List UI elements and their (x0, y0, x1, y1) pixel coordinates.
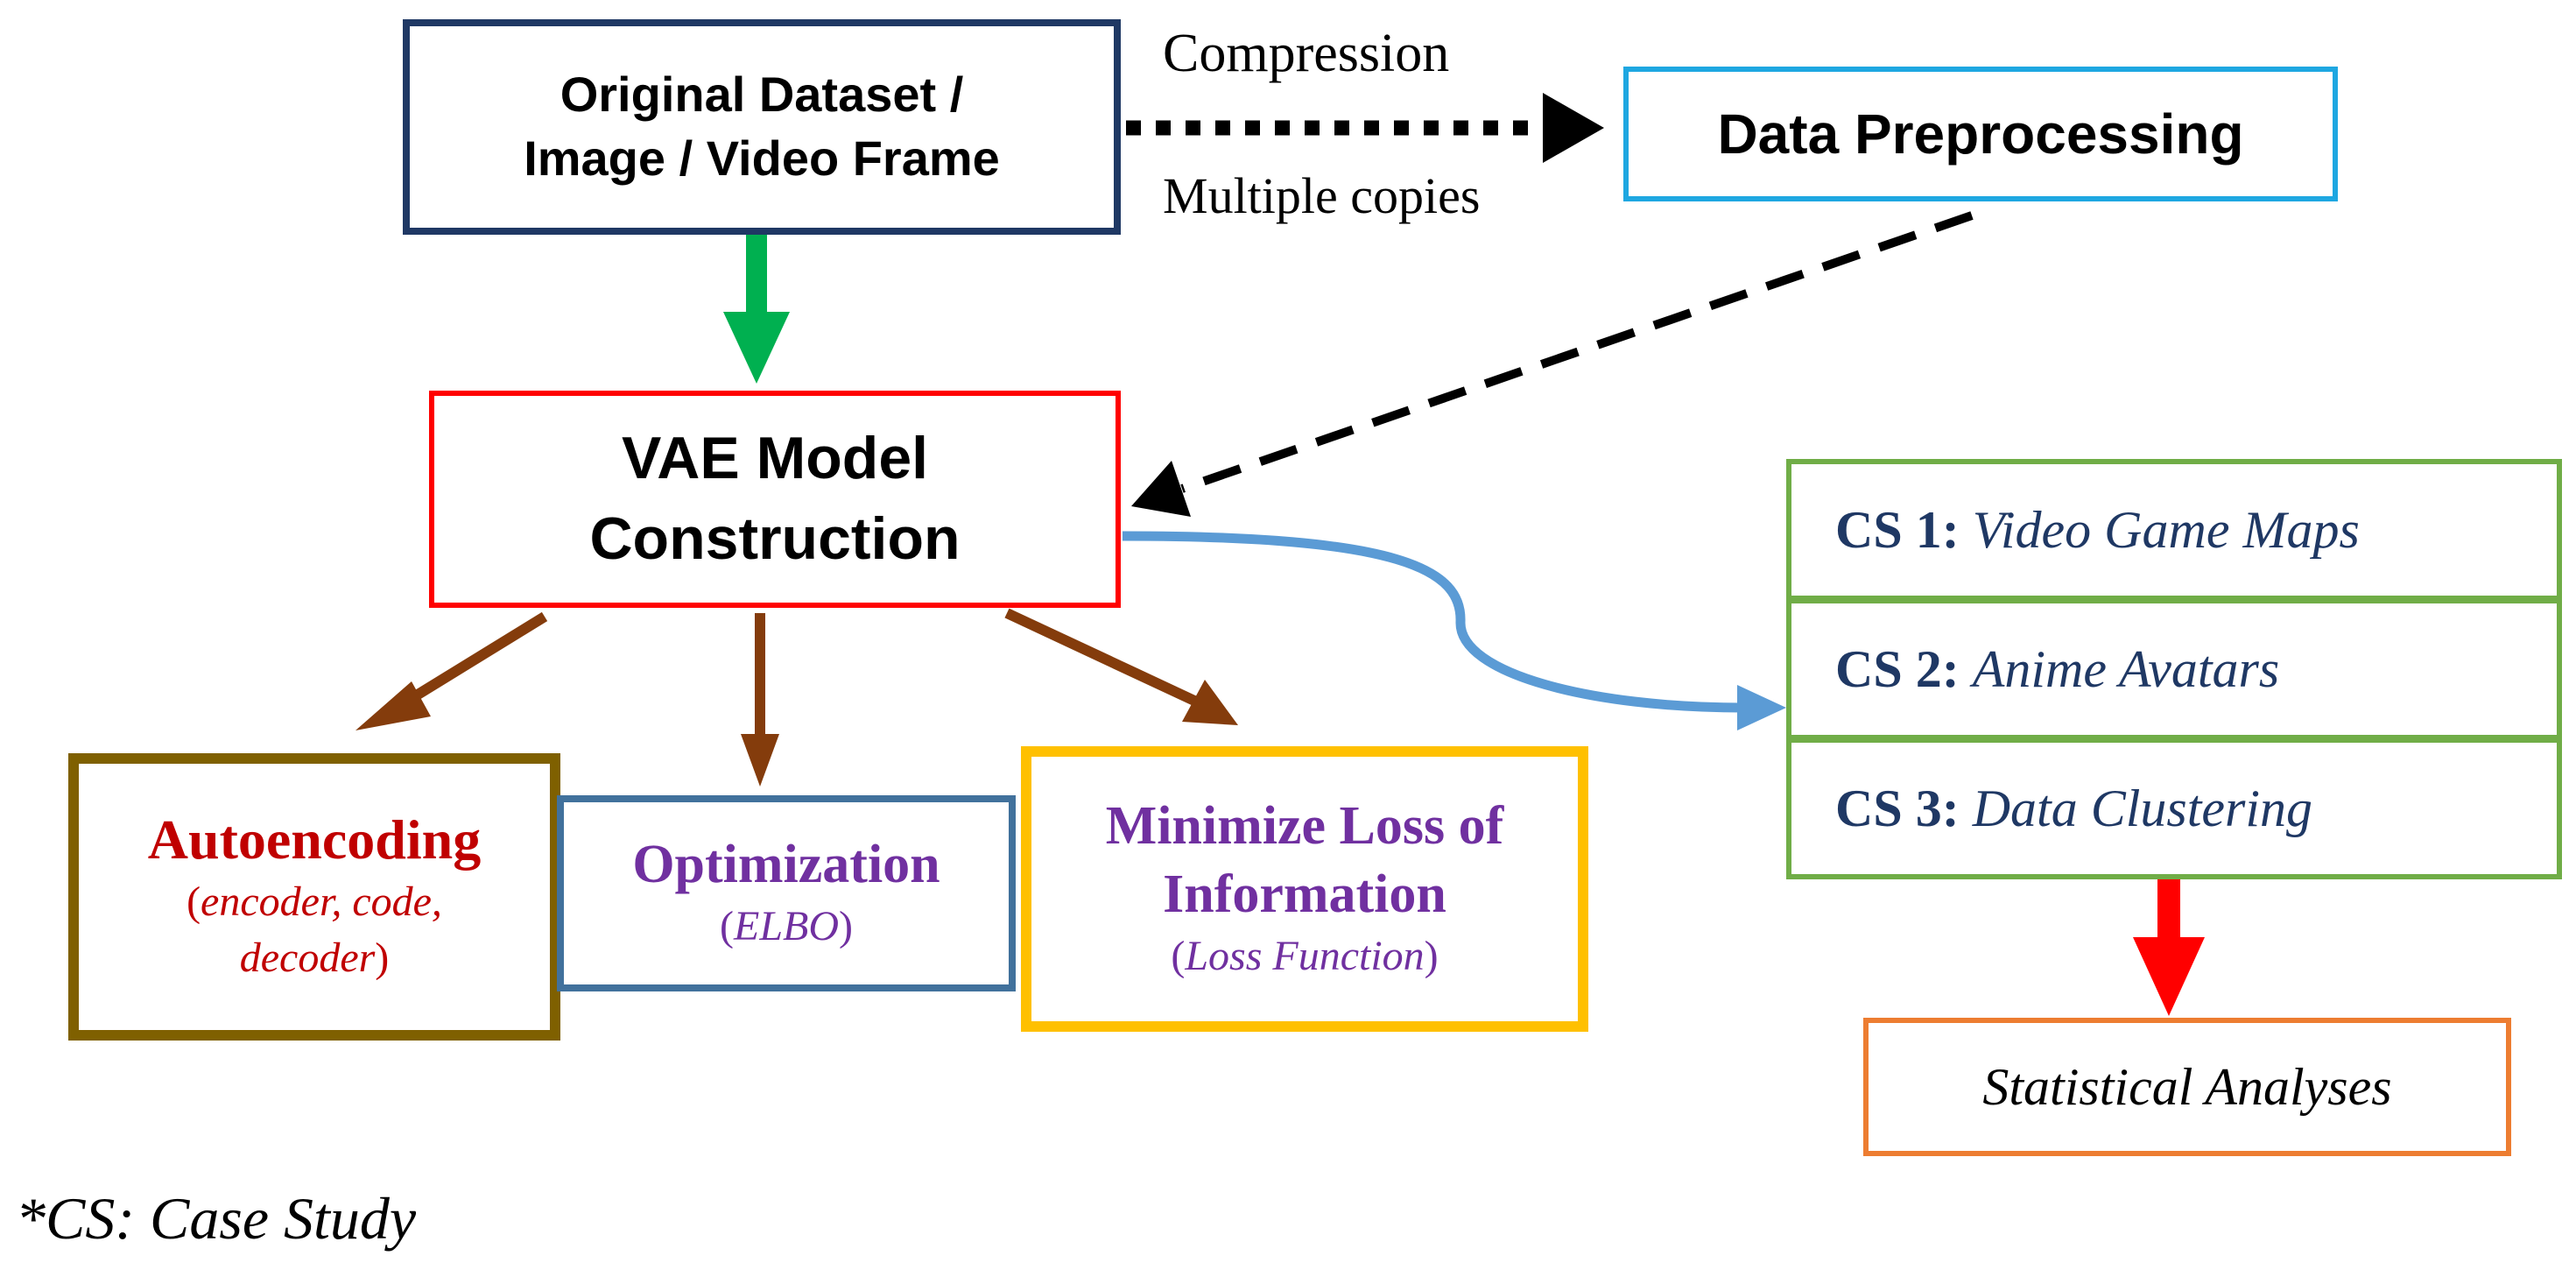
vae-model-node: VAE Model Construction (429, 391, 1121, 608)
optimization-detail: (ELBO) (720, 899, 853, 956)
case-studies-group: CS 1: Video Game Maps CS 2: Anime Avatar… (1786, 459, 2562, 879)
preprocessing-to-vae-arrow (1131, 211, 1974, 517)
autoencoding-open-paren: ( (187, 878, 201, 925)
autoencoding-detail-line1: encoder, code, (201, 878, 442, 925)
vae-to-minimize-loss-arrow (1004, 608, 1238, 725)
optimization-detail-text: ELBO (734, 903, 839, 950)
minimize-loss-detail-text: Loss Function (1185, 933, 1425, 980)
minimize-loss-detail: (Loss Function) (1171, 928, 1438, 985)
case-study-3: CS 3: Data Clustering (1786, 737, 2562, 879)
data-preprocessing-label: Data Preprocessing (1717, 102, 2244, 166)
optimization-node: Optimization (ELBO) (557, 795, 1016, 991)
case-study-3-name: Data Clustering (1972, 779, 2313, 837)
autoencoding-close-paren: ) (375, 935, 390, 982)
vae-model-line1: VAE Model (621, 425, 929, 492)
original-to-vae-arrow (723, 231, 790, 384)
vae-to-optimization-arrow (741, 613, 779, 787)
vae-model-line2: Construction (589, 505, 961, 572)
statistical-analyses-label: Statistical Analyses (1982, 1057, 2392, 1116)
case-study-1: CS 1: Video Game Maps (1786, 459, 2562, 601)
autoencoding-title: Autoencoding (147, 808, 482, 871)
original-dataset-node: Original Dataset / Image / Video Frame (403, 19, 1121, 235)
footnote: *CS: Case Study (16, 1185, 417, 1252)
case-study-1-name: Video Game Maps (1972, 500, 2360, 559)
minimize-loss-close-paren: ) (1424, 933, 1439, 980)
statistical-analyses-node: Statistical Analyses (1863, 1018, 2511, 1156)
case-study-2: CS 2: Anime Avatars (1786, 598, 2562, 740)
case-study-1-id: CS 1: (1835, 500, 1960, 559)
original-dataset-line1: Original Dataset / (560, 67, 964, 123)
case-study-2-name: Anime Avatars (1972, 639, 2280, 698)
autoencoding-node: Autoencoding (encoder, code, decoder) (68, 753, 560, 1041)
case-study-2-id: CS 2: (1835, 639, 1960, 698)
autoencoding-detail-line2: decoder (239, 935, 376, 982)
optimization-open-paren: ( (720, 903, 734, 950)
original-dataset-line2: Image / Video Frame (524, 131, 1000, 186)
vae-to-case-studies-curve (1122, 531, 1786, 730)
multiple-copies-label: Multiple copies (1163, 167, 1481, 224)
optimization-title: Optimization (632, 834, 940, 894)
minimize-loss-line1: Minimize Loss of (1105, 796, 1504, 857)
minimize-loss-line2: Information (1163, 864, 1446, 924)
autoencoding-detail: (encoder, code, decoder) (187, 874, 442, 988)
vae-to-autoencoding-arrow (355, 611, 548, 730)
compression-arrow (1126, 93, 1604, 163)
minimize-loss-open-paren: ( (1171, 933, 1186, 980)
data-preprocessing-node: Data Preprocessing (1623, 67, 2338, 201)
optimization-close-paren: ) (839, 903, 853, 950)
case-studies-to-statistical-arrow (2133, 879, 2205, 1016)
case-study-3-id: CS 3: (1835, 779, 1960, 837)
minimize-loss-node: Minimize Loss of Information (Loss Funct… (1021, 746, 1588, 1032)
compression-label: Compression (1163, 24, 1450, 83)
